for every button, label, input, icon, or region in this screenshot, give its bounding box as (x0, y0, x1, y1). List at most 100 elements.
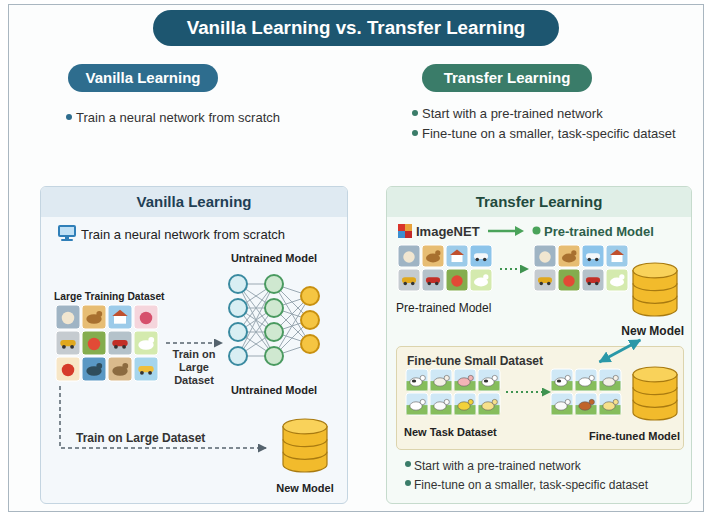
image-grid-part (82, 357, 106, 381)
imagenet-logo (398, 224, 412, 238)
node-heading-slot: Transfer Learning (422, 64, 592, 92)
image-grid-part (148, 337, 154, 343)
title-text-slot: Vanilla Learning vs. Transfer Learning (153, 10, 559, 46)
connector (166, 342, 222, 344)
image-grid-part (403, 251, 414, 262)
flow-arrow-part (488, 230, 516, 233)
image-grid-part (534, 269, 556, 291)
node-text-slot: New Model (584, 321, 684, 339)
image-grid-part (582, 245, 604, 267)
image-grid (397, 244, 495, 294)
image-grid-part (411, 282, 415, 286)
image-grid-part (398, 269, 420, 291)
image-grid-part (404, 282, 408, 286)
node-text-slot: Untrained Model (222, 380, 326, 398)
connector (60, 386, 266, 448)
image-grid-part (134, 331, 158, 355)
neural-network-part (301, 287, 319, 305)
imagenet-logo-part (405, 231, 412, 238)
image-grid-part (599, 369, 621, 391)
image-grid-part (571, 250, 576, 255)
neural-network-part (265, 323, 283, 341)
image-grid-part (140, 371, 144, 375)
image-grid-part (122, 345, 126, 349)
imagenet-logo-part (398, 231, 405, 238)
image-grid-part (483, 258, 487, 262)
database-cylinder-part (283, 419, 327, 434)
node-heading: Pre-trained Model (544, 224, 654, 240)
bullet-text: Start with a pre-trained network (422, 106, 603, 122)
image-grid-part (539, 251, 550, 262)
node-heading-slot: Fine-tuned Model (570, 426, 680, 444)
image-grid-part (148, 371, 152, 375)
bullet-text: Fine-tune on a smaller, task-specific da… (422, 126, 676, 142)
image-grid-part (88, 338, 100, 350)
image-grid-part (444, 399, 449, 404)
image-grid-part (56, 357, 80, 381)
node-heading-slot: Large Training Dataset (54, 286, 166, 304)
image-grid-part (134, 357, 158, 381)
neural-network-part (265, 275, 283, 293)
image-grid-part (454, 393, 476, 415)
neural-network-part (229, 299, 247, 317)
flow-arrow (486, 225, 526, 237)
image-grid-part (406, 393, 428, 415)
image-grid-part (446, 269, 468, 291)
monitor-icon (57, 224, 77, 242)
image-grid-part (112, 310, 127, 316)
bullet-text: Train a neural network from scratch (76, 110, 280, 126)
node-text: Pre-trained Model (396, 301, 491, 315)
node-heading-slot: Pre-trained Model (544, 222, 684, 240)
image-grid-part (595, 282, 599, 286)
image-grid-part (610, 249, 624, 255)
flow-arrow-part (515, 226, 524, 236)
monitor-icon-part (65, 237, 69, 239)
image-grid-part (452, 255, 463, 262)
monitor-icon-part (58, 225, 76, 237)
image-grid-part (420, 375, 425, 380)
image-grid-part (582, 269, 604, 291)
image-grid-part (454, 369, 476, 391)
node-heading-slot: Untrained Model (222, 248, 326, 266)
database-cylinder (632, 262, 678, 318)
image-grid-part (444, 375, 449, 380)
image-grid-part (422, 245, 444, 267)
database-node: New Model (266, 418, 344, 500)
node-heading-slot: Fine-tune Small Dataset (407, 351, 667, 369)
image-grid-part (82, 305, 106, 329)
neural-network-part (265, 347, 283, 365)
image-grid-part (478, 369, 500, 391)
node-heading: Vanilla Learning (85, 64, 200, 92)
node-heading: Transfer Learning (476, 187, 603, 217)
bullet-text-slot: Start with a pre-trained network (414, 456, 690, 474)
image-grid-part (612, 255, 623, 262)
image-grid-part (534, 245, 556, 267)
section-pill: Vanilla Learning (68, 64, 218, 92)
image-grid-part (70, 345, 74, 349)
image-grid-part (62, 364, 74, 376)
status-dot-part (533, 227, 541, 235)
image-grid-part (558, 245, 580, 267)
image-grid-part (468, 375, 473, 380)
image-grid-part (62, 345, 66, 349)
image-grid-part (446, 245, 468, 267)
bullet-dot (412, 130, 418, 136)
neural-network (222, 266, 326, 376)
connector (500, 268, 528, 270)
image-grid-part (435, 250, 440, 255)
bullet-text-slot: Fine-tune on a smaller, task-specific da… (414, 475, 690, 493)
image-grid-part (478, 393, 500, 415)
panel: Transfer LearningImageNETPre-trained Mod… (386, 186, 692, 504)
node-text: Untrained Model (231, 384, 317, 397)
database-cylinder-part (633, 400, 677, 407)
image-grid-part (492, 399, 497, 404)
dataset-grid: ImageNETPre-trained Model (396, 222, 500, 322)
neural-network-part (265, 299, 283, 317)
image-grid-part (619, 274, 624, 279)
image-grid-part (450, 249, 464, 255)
neural-network-part (238, 284, 274, 356)
image-grid-part (589, 399, 594, 404)
image-grid-part (613, 375, 618, 380)
node-text-slot: Pre-trained Model (396, 298, 500, 316)
